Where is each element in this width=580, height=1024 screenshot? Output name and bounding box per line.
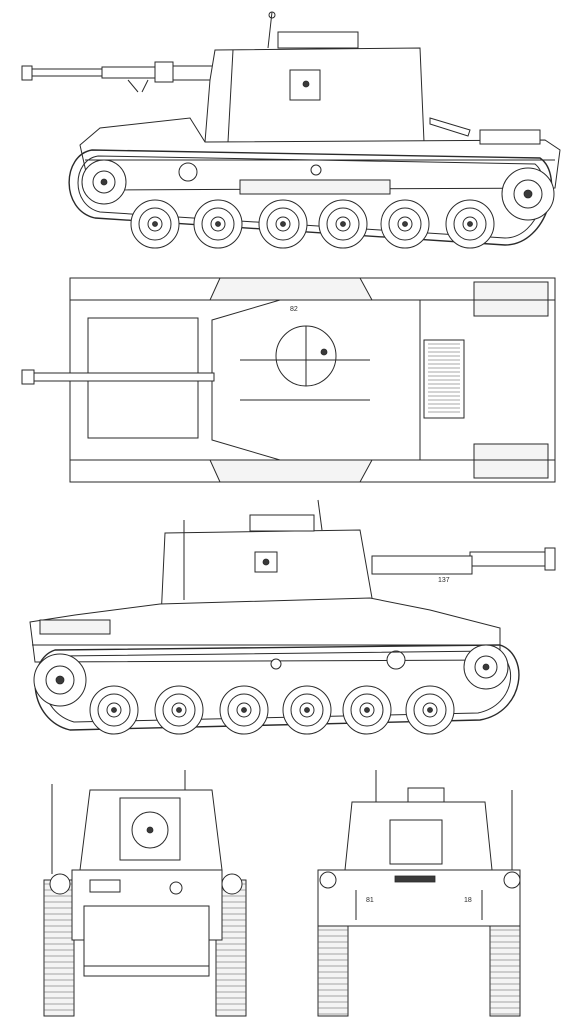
road-wheels <box>130 199 495 249</box>
gun-barrel <box>21 61 219 93</box>
right-side-view: 137 <box>29 499 556 735</box>
top-view-number: 82 <box>290 306 298 313</box>
engine-grille <box>423 339 465 419</box>
rear-right-number: 18 <box>464 897 472 904</box>
gun-barrel-top <box>21 369 215 385</box>
rear-tracks <box>317 919 521 1017</box>
rear-view: 81 18 <box>317 770 521 1017</box>
right-side-number: 137 <box>438 577 450 584</box>
casemate <box>204 11 425 143</box>
idler-wheel <box>81 159 127 205</box>
left-side-view <box>21 11 561 249</box>
gun-barrel <box>371 547 556 575</box>
front-tracks <box>43 879 247 1017</box>
rear-hull <box>317 790 521 927</box>
rear-casemate <box>344 770 493 871</box>
rear-left-number: 81 <box>366 897 374 904</box>
road-wheel <box>130 199 180 249</box>
road-wheel <box>318 199 368 249</box>
front-view <box>43 770 247 1017</box>
hull <box>29 597 501 670</box>
front-hull <box>49 784 243 977</box>
road-wheel <box>219 685 269 735</box>
road-wheel <box>380 199 430 249</box>
road-wheel <box>282 685 332 735</box>
sprocket-wheel <box>501 167 555 221</box>
road-wheel <box>258 199 308 249</box>
idler-wheel <box>463 644 509 690</box>
road-wheel <box>342 685 392 735</box>
road-wheel <box>405 685 455 735</box>
turret-top <box>211 299 421 461</box>
road-wheel <box>193 199 243 249</box>
sprocket-wheel <box>33 653 87 707</box>
road-wheels <box>89 685 455 735</box>
road-wheel <box>89 685 139 735</box>
road-wheel <box>445 199 495 249</box>
road-wheel <box>154 685 204 735</box>
top-view: 82 <box>21 277 556 483</box>
front-casemate <box>79 770 223 871</box>
